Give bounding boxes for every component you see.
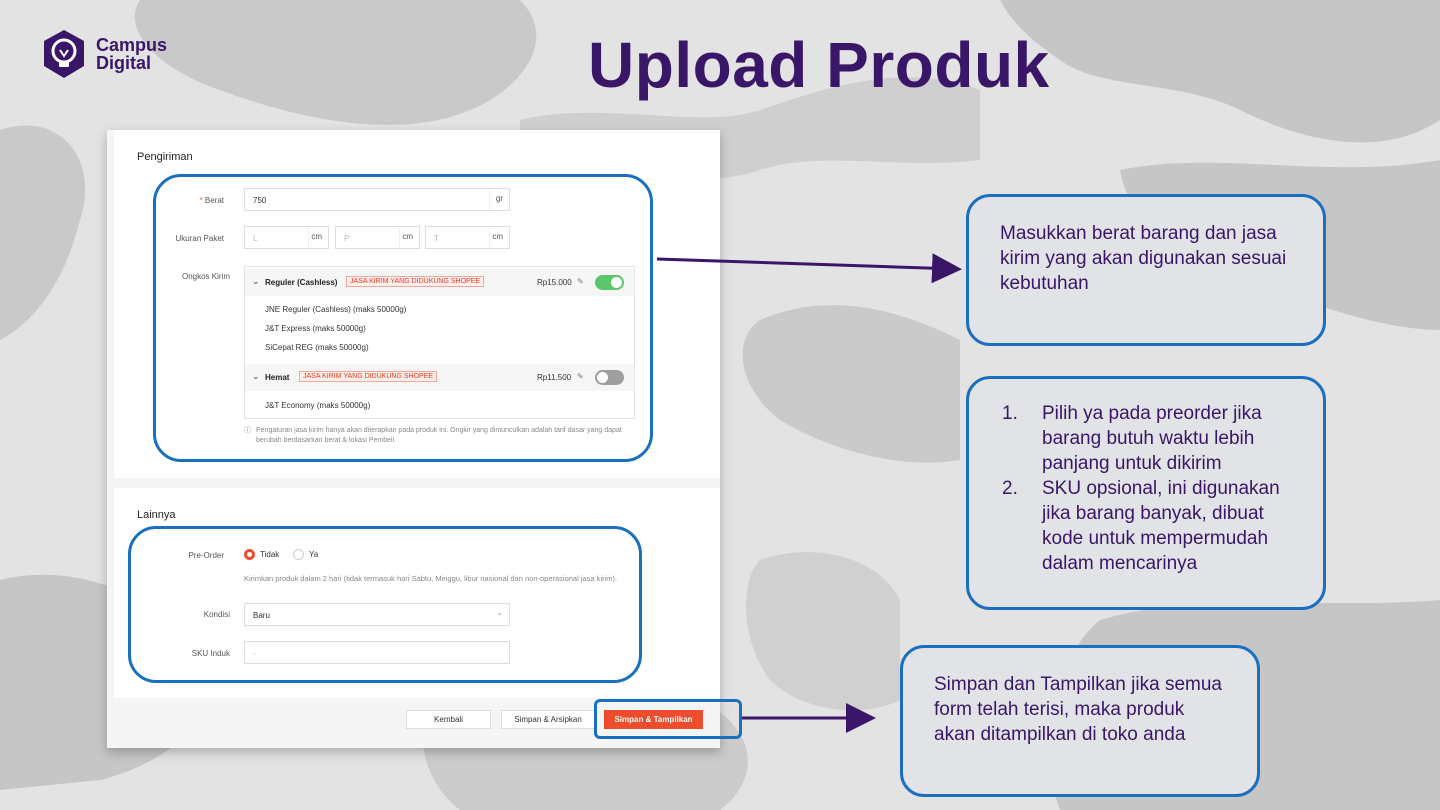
unit-divider xyxy=(399,227,419,248)
reguler-toggle[interactable] xyxy=(595,275,624,290)
group-name: Hemat xyxy=(265,373,290,382)
courier-item: J&T Express (maks 50000g) xyxy=(265,324,366,333)
shipping-note: ⓘ Pengaturan jasa kirim hanya akan diter… xyxy=(244,426,624,446)
page-title: Upload Produk xyxy=(588,29,1050,101)
list-number: 2. xyxy=(1002,478,1018,499)
preorder-hint: Kirimkan produk dalam 2 hari (tidak term… xyxy=(244,574,618,583)
chevron-down-icon[interactable]: ⌄ xyxy=(252,276,260,286)
condition-label: Kondisi xyxy=(203,610,230,619)
group-name: Reguler (Cashless) xyxy=(265,278,338,287)
width-unit: cm xyxy=(402,232,413,241)
courier-item: JNE Reguler (Cashless) (maks 50000g) xyxy=(265,305,407,314)
brand-name: Campus Digital xyxy=(96,36,167,72)
condition-select[interactable]: Baru ⌄ xyxy=(244,603,510,626)
sku-label: SKU Induk xyxy=(191,649,230,658)
list-item: 2. SKU opsional, ini digunakan jika baran… xyxy=(1002,476,1297,576)
weight-callout: Masukkan berat barang dan jasa kirim yan… xyxy=(966,194,1326,346)
shipping-highlight xyxy=(153,174,653,462)
bulb-shield-icon xyxy=(44,30,84,78)
shipping-section-title: Pengiriman xyxy=(137,151,193,163)
preorder-option-no[interactable]: Tidak xyxy=(244,549,279,560)
package-length-input[interactable]: L cm xyxy=(244,226,329,249)
list-text: SKU opsional, ini digunakan jika barang … xyxy=(1042,478,1280,574)
unit-divider xyxy=(489,189,509,210)
shipping-group-reguler[interactable]: ⌄ Reguler (Cashless) JASA KIRIM YANG DID… xyxy=(245,269,634,296)
save-publish-button[interactable]: Simpan & Tampilkan xyxy=(604,710,703,729)
radio-selected-icon xyxy=(244,549,255,560)
chevron-down-icon[interactable]: ⌄ xyxy=(252,371,260,381)
height-unit: cm xyxy=(492,232,503,241)
save-callout: Simpan dan Tampilkan jika semua form tel… xyxy=(900,645,1260,797)
brand-logo: Campus Digital xyxy=(40,28,167,80)
package-size-label: Ukuran Paket xyxy=(175,234,224,243)
arrow-to-weight-callout xyxy=(656,253,962,284)
edit-pencil-icon[interactable]: ✎ xyxy=(577,372,584,381)
list-number: 1. xyxy=(1002,403,1018,424)
unit-divider xyxy=(489,227,509,248)
option-label: Ya xyxy=(309,550,319,559)
brand-line-2: Digital xyxy=(96,53,152,73)
shipping-cost-label: Ongkos Kirim xyxy=(181,272,230,281)
product-form-screenshot: Pengiriman * Berat 750 gr Ukuran Paket L… xyxy=(107,130,720,748)
other-highlight xyxy=(128,526,642,683)
toggle-knob xyxy=(611,277,622,288)
info-icon: ⓘ xyxy=(244,427,251,434)
length-placeholder: L xyxy=(253,234,258,243)
sku-input[interactable]: - xyxy=(244,641,510,664)
hemat-toggle[interactable] xyxy=(595,370,624,385)
option-label: Tidak xyxy=(260,550,280,559)
length-unit: cm xyxy=(311,232,322,241)
unit-divider xyxy=(308,227,328,248)
package-height-input[interactable]: T cm xyxy=(425,226,510,249)
brand-line-1: Campus xyxy=(96,35,168,55)
package-width-input[interactable]: P cm xyxy=(335,226,420,249)
shipping-options-box: ⌄ Reguler (Cashless) JASA KIRIM YANG DID… xyxy=(244,266,635,419)
radio-empty-icon xyxy=(293,549,304,560)
edit-pencil-icon[interactable]: ✎ xyxy=(577,277,584,286)
list-item: 1. Pilih ya pada preorder jika barang but… xyxy=(1002,401,1297,476)
shipping-group-hemat[interactable]: ⌄ Hemat JASA KIRIM YANG DIDUKUNG SHOPEE … xyxy=(245,364,634,391)
weight-unit: gr xyxy=(495,194,503,203)
back-button[interactable]: Kembali xyxy=(406,710,491,729)
toggle-knob xyxy=(597,372,608,383)
shipping-note-text: Pengaturan jasa kirim hanya akan diterap… xyxy=(256,427,622,444)
preorder-option-yes[interactable]: Ya xyxy=(293,549,318,560)
shipping-panel: Pengiriman * Berat 750 gr Ukuran Paket L… xyxy=(114,130,720,478)
sku-value: - xyxy=(253,649,256,658)
width-placeholder: P xyxy=(344,234,350,243)
weight-label: * Berat xyxy=(199,196,224,205)
condition-value: Baru xyxy=(253,611,270,620)
height-placeholder: T xyxy=(434,234,439,243)
courier-item: SiCepat REG (maks 50000g) xyxy=(265,343,369,352)
weight-callout-text: Masukkan berat barang dan jasa kirim yan… xyxy=(1000,223,1287,294)
group-price: Rp15.000 xyxy=(537,278,572,287)
courier-item: J&T Economy (maks 50000g) xyxy=(265,401,371,410)
other-section-title: Lainnya xyxy=(137,509,176,521)
preorder-label: Pre-Order xyxy=(188,551,224,560)
weight-input[interactable]: 750 gr xyxy=(244,188,510,211)
shopee-supported-badge: JASA KIRIM YANG DIDUKUNG SHOPEE xyxy=(346,276,485,287)
chevron-down-icon: ⌄ xyxy=(496,608,503,617)
list-text: Pilih ya pada preorder jika barang butuh… xyxy=(1042,403,1262,474)
weight-label-text: Berat xyxy=(204,196,224,205)
preorder-sku-callout: 1. Pilih ya pada preorder jika barang but… xyxy=(966,376,1326,610)
shopee-supported-badge: JASA KIRIM YANG DIDUKUNG SHOPEE xyxy=(299,371,438,382)
callout-list: 1. Pilih ya pada preorder jika barang but… xyxy=(1002,401,1297,576)
group-price: Rp11.500 xyxy=(537,373,572,382)
weight-value: 750 xyxy=(253,196,267,205)
publish-button-highlight xyxy=(594,699,742,739)
save-callout-text: Simpan dan Tampilkan jika semua form tel… xyxy=(934,674,1222,745)
